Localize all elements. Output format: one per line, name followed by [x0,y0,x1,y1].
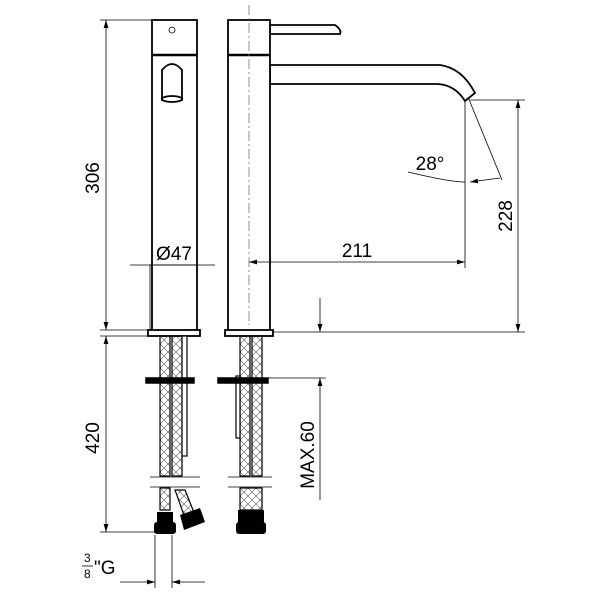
aerator-hole-icon [168,26,176,34]
dim-hose-length: 420 [83,422,104,454]
dimension-lines [100,19,525,588]
spout [269,64,477,103]
side-view [224,5,477,337]
dim-spout-height: 228 [496,200,517,232]
dim-spout-reach: 211 [342,241,372,262]
dim-height-total: 306 [83,162,104,194]
dim-spout-angle: 28° [416,154,445,175]
hoses [145,335,272,534]
thread-denominator: 8 [84,567,91,581]
thread-suffix: "G [94,558,116,579]
lever-handle [269,24,342,35]
thread-numerator: 3 [84,551,91,565]
side-base-plate [224,329,274,337]
lever-front [161,63,183,101]
front-base-plate [147,329,201,337]
front-view [147,19,201,337]
dimension-labels: 306 Ø47 211 28° 228 420 MAX.60 3 8 "G [82,154,517,581]
dim-max-thickness: MAX.60 [298,421,319,489]
dim-diameter: Ø47 [156,244,192,265]
